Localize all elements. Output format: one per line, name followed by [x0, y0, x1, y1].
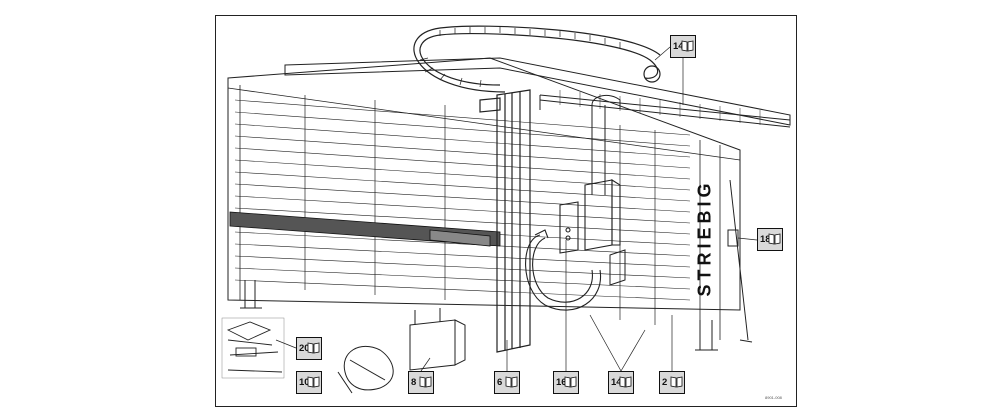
- callout-number: 2: [662, 377, 668, 388]
- callout-number: 16: [556, 377, 567, 388]
- book-icon: [505, 376, 518, 388]
- book-icon: [307, 342, 320, 354]
- callout-number: 8: [411, 377, 417, 388]
- callout-14-top[interactable]: 14: [670, 35, 696, 58]
- reference-code: 8901-008: [765, 395, 782, 400]
- callout-20[interactable]: 20: [296, 337, 322, 360]
- book-icon: [307, 376, 320, 388]
- machine-legs: [240, 179, 753, 351]
- coiled-hose: [525, 229, 602, 311]
- callout-10[interactable]: 10: [296, 371, 322, 394]
- panel-slats: [234, 99, 691, 301]
- callout-2[interactable]: 2: [659, 371, 685, 394]
- cable-chain-links: [419, 27, 621, 88]
- leader-lines: [275, 46, 758, 372]
- saw-motor-drawing: [337, 345, 394, 394]
- top-rail: [284, 57, 791, 128]
- book-icon: [768, 233, 781, 245]
- book-icon: [564, 376, 577, 388]
- saw-unit: [609, 249, 626, 286]
- control-box: [559, 179, 621, 254]
- book-icon: [419, 376, 432, 388]
- callout-6[interactable]: 6: [494, 371, 520, 394]
- brand-panel: STRIEBIG: [691, 148, 719, 328]
- callout-14-bottom[interactable]: 14: [608, 371, 634, 394]
- brand-logo-text: STRIEBIG: [694, 179, 715, 297]
- motor-bracket-drawing: [409, 308, 466, 371]
- book-icon: [670, 376, 683, 388]
- cable-chain: [413, 25, 661, 93]
- callout-8[interactable]: 8: [408, 371, 434, 394]
- dust-duct: [591, 94, 621, 195]
- callout-number: 14: [673, 41, 684, 52]
- saw-beam: [479, 89, 531, 353]
- callout-18[interactable]: 18: [757, 228, 783, 251]
- inset-clamp-drawing: [221, 317, 285, 379]
- book-icon: [619, 376, 632, 388]
- book-icon: [681, 40, 694, 52]
- callout-number: 6: [497, 377, 503, 388]
- callout-number: 14: [611, 377, 622, 388]
- callout-number: 18: [760, 234, 771, 245]
- callout-16[interactable]: 16: [553, 371, 579, 394]
- callout-number: 20: [299, 343, 310, 354]
- callout-number: 10: [299, 377, 310, 388]
